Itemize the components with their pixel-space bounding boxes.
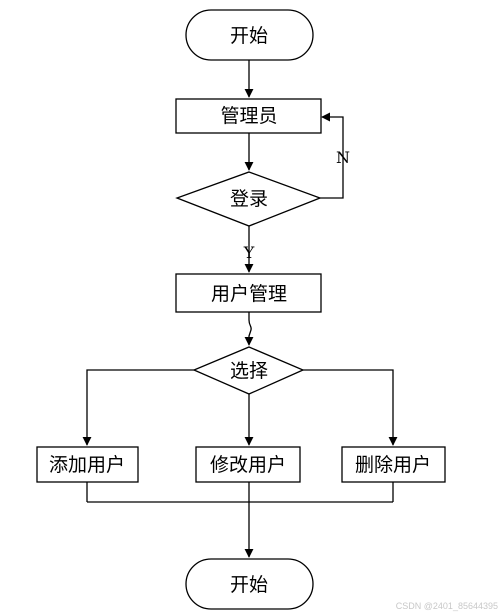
- node-edit-user: 修改用户: [195, 446, 301, 483]
- node-user-management: 用户管理: [175, 273, 322, 313]
- edit-user-label: 修改用户: [210, 454, 286, 476]
- start-label: 开始: [230, 25, 268, 47]
- node-admin: 管理员: [175, 98, 322, 134]
- add-user-label: 添加用户: [49, 454, 125, 476]
- node-choose: 选择: [192, 346, 305, 395]
- delete-user-process-shape: [341, 446, 446, 483]
- login-label: 登录: [230, 188, 268, 210]
- edge-login-no-loop: [320, 112, 344, 199]
- login-decision-shape: [175, 171, 322, 227]
- node-start: 开始: [185, 9, 314, 61]
- admin-label: 管理员: [220, 105, 277, 127]
- node-delete-user: 删除用户: [341, 446, 446, 483]
- user-management-process-shape: [175, 273, 322, 313]
- delete-user-label: 删除用户: [355, 454, 431, 476]
- user-management-label: 用户管理: [211, 283, 287, 305]
- edge-choose-to-delete: [303, 369, 398, 446]
- edge-label-no: N: [336, 148, 350, 167]
- watermark: CSDN @2401_85644395: [396, 601, 498, 611]
- add-user-process-shape: [36, 446, 139, 483]
- node-end: 开始: [185, 558, 314, 610]
- edge-choose-to-add: [82, 369, 194, 446]
- choose-decision-shape: [192, 346, 305, 395]
- admin-process-shape: [175, 98, 322, 134]
- choose-label: 选择: [230, 360, 268, 382]
- end-terminal-shape: [185, 558, 314, 610]
- edge-usermgmt-to-choose: [244, 312, 254, 346]
- edge-label-yes: Y: [243, 243, 255, 262]
- node-login: 登录: [175, 171, 322, 227]
- node-add-user: 添加用户: [36, 446, 139, 483]
- end-label: 开始: [230, 574, 268, 596]
- start-terminal-shape: [185, 9, 314, 61]
- edit-user-process-shape: [195, 446, 301, 483]
